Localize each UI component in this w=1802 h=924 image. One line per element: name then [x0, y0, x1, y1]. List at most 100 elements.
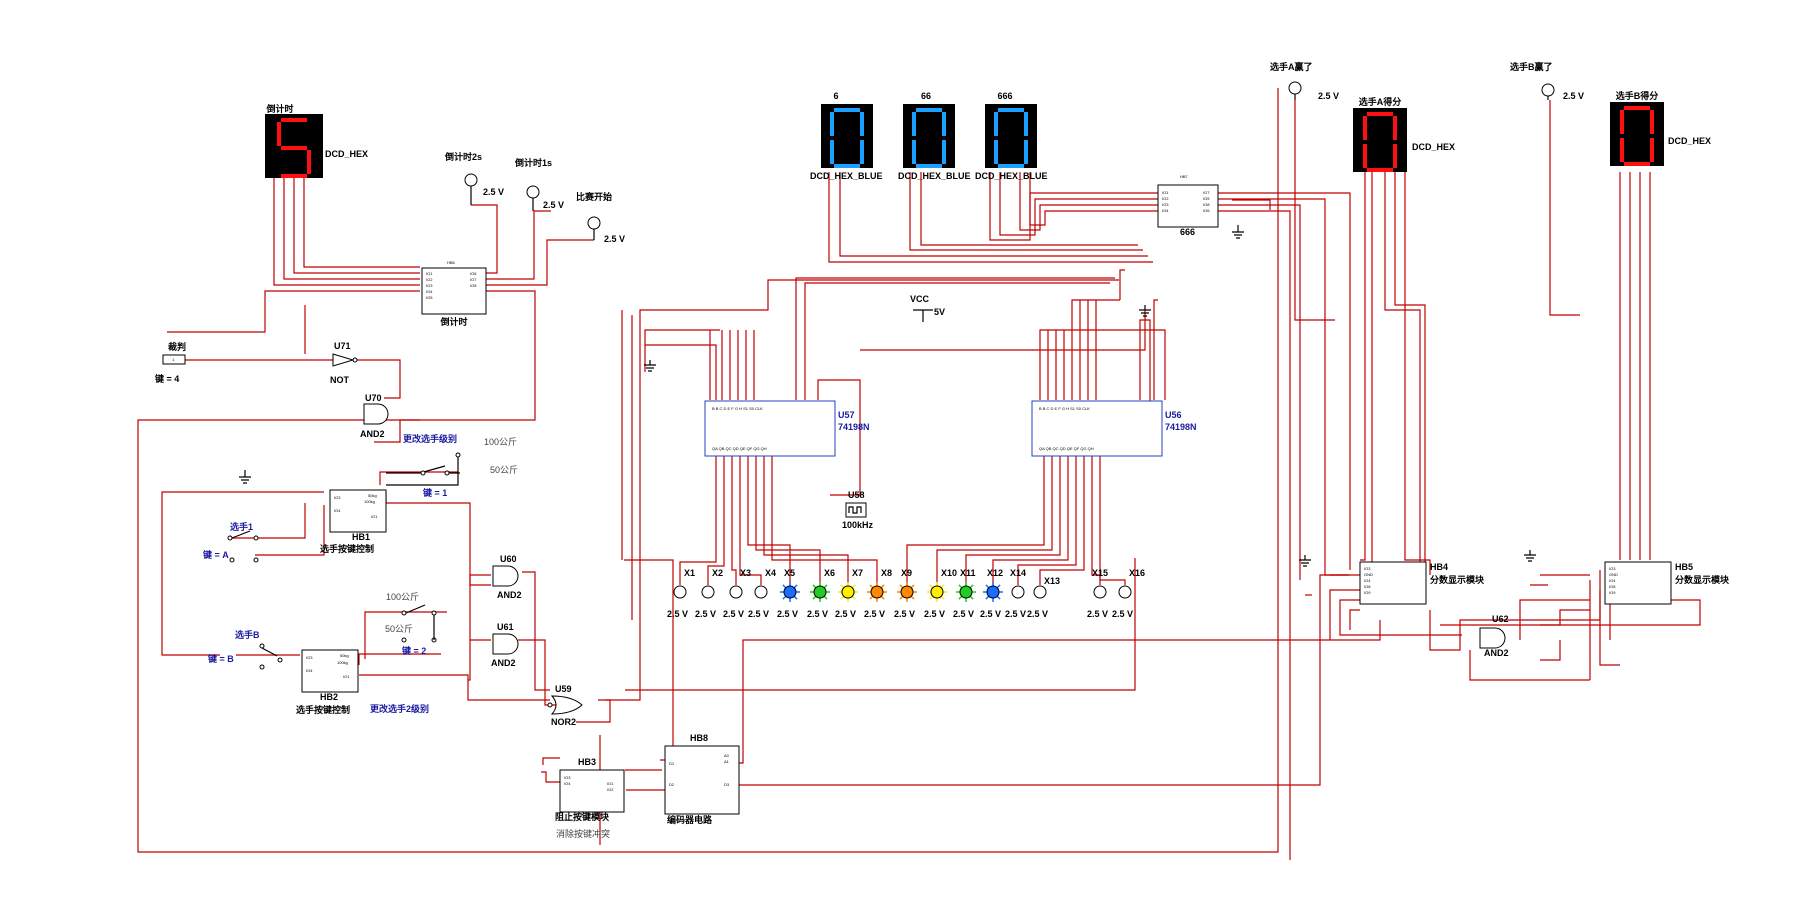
svg-text:66: 66: [921, 91, 931, 101]
svg-text:5V: 5V: [934, 307, 945, 317]
led-glow-ray: [840, 584, 845, 589]
led-bulb: [1011, 585, 1025, 599]
svg-text:D1: D1: [669, 761, 675, 766]
svg-text:U59: U59: [555, 684, 572, 694]
svg-text:IO7: IO7: [470, 277, 477, 282]
led-glow-ray: [929, 584, 934, 589]
led-x4: X42.5 V: [748, 568, 776, 619]
chip-u57: B B C D E F G H S1 S0 CLK QA QB QC QD QE…: [704, 400, 870, 457]
led-x12: X12 2.5 V: [980, 568, 1003, 619]
svg-text:AND2: AND2: [360, 429, 385, 439]
svg-text:IO9: IO9: [1609, 590, 1616, 595]
svg-text:IO1: IO1: [371, 514, 378, 519]
led-glow-ray: [899, 584, 904, 589]
svg-text:U62: U62: [1492, 614, 1509, 624]
led-bulb: [754, 585, 768, 599]
led-voltage-label: 2.5 V: [1087, 609, 1108, 619]
led-id-label: X12: [987, 568, 1003, 578]
probe-countdown-1s: 倒计时1s 2.5 V: [514, 157, 564, 211]
svg-text:IO3: IO3: [426, 283, 433, 288]
led-id-label: X10: [941, 568, 957, 578]
svg-text:VCC: VCC: [910, 294, 930, 304]
svg-text:HB7: HB7: [1180, 174, 1189, 179]
svg-text:IO8: IO8: [1203, 202, 1210, 207]
led-bulb: [701, 585, 715, 599]
svg-text:666: 666: [997, 91, 1012, 101]
module-hb2: IO3 IO4 50kg 100kg IO1 HB2 选手按键控制: [296, 649, 359, 715]
svg-text:IO4: IO4: [306, 668, 313, 673]
led-voltage-label: 2.5 V: [894, 609, 915, 619]
led-x11: X11 2.5 V: [953, 568, 976, 619]
probe-countdown-2s: 倒计时2s 2.5 V: [444, 151, 504, 205]
svg-text:2.5 V: 2.5 V: [483, 187, 504, 197]
svg-text:分数显示模块: 分数显示模块: [1430, 574, 1485, 585]
svg-text:IO4: IO4: [1609, 578, 1616, 583]
chip-u56: B B C D E F G H S1 S0 CLK QA QB QC QD QE…: [1031, 400, 1197, 457]
svg-text:选手按键控制: 选手按键控制: [296, 704, 350, 715]
switch-1[interactable]: 更改选手级别 100公斤 50公斤 键 = 1: [386, 433, 518, 498]
svg-text:比赛开始: 比赛开始: [576, 191, 612, 202]
svg-text:键 = 1: 键 = 1: [422, 487, 447, 498]
led-id-label: X9: [901, 568, 912, 578]
gate-u61: U61 AND2: [491, 622, 519, 668]
led-id-label: X11: [960, 568, 976, 578]
svg-text:U61: U61: [497, 622, 514, 632]
led-glow-ray: [940, 595, 945, 600]
svg-text:键 = A: 键 = A: [202, 549, 229, 560]
svg-text:100公斤: 100公斤: [484, 437, 517, 447]
svg-text:D2: D2: [669, 782, 675, 787]
led-x1: X12.5 V: [667, 568, 695, 619]
led-voltage-label: 2.5 V: [924, 609, 945, 619]
led-id-label: X1: [684, 568, 695, 578]
led-bulb: [986, 585, 1000, 599]
svg-text:GND: GND: [1609, 572, 1618, 577]
led-voltage-label: 2.5 V: [835, 609, 856, 619]
svg-text:IO3: IO3: [1609, 566, 1616, 571]
player1-key[interactable]: 选手1 键 = A: [202, 521, 259, 563]
led-voltage-label: 2.5 V: [980, 609, 1001, 619]
svg-text:1: 1: [172, 357, 175, 362]
svg-text:选手B: 选手B: [235, 629, 260, 640]
svg-text:倒计时2s: 倒计时2s: [444, 151, 482, 162]
led-voltage-label: 2.5 V: [723, 609, 744, 619]
svg-text:B B C D E F G H S1 S0 CLK: B B C D E F G H S1 S0 CLK: [712, 406, 763, 411]
led-voltage-label: 2.5 V: [1027, 609, 1048, 619]
svg-text:IO1: IO1: [426, 271, 433, 276]
led-voltage-label: 2.5 V: [864, 609, 885, 619]
playerB-key[interactable]: 选手B 键 = B: [207, 629, 283, 670]
svg-text:IO2: IO2: [607, 787, 614, 792]
svg-text:IO3: IO3: [564, 775, 571, 780]
referee-key[interactable]: 裁判 1 键 = 4: [154, 341, 186, 384]
svg-text:NOR2: NOR2: [551, 717, 576, 727]
led-id-label: X16: [1129, 568, 1145, 578]
svg-text:DCD_HEX: DCD_HEX: [1668, 136, 1711, 146]
weight-display-3: 666 DCD_HEX_BLUE: [975, 91, 1048, 181]
svg-text:6: 6: [833, 91, 838, 101]
svg-text:选手B得分: 选手B得分: [1616, 90, 1659, 101]
module-hb4: IO3 GND IO4 IO8 IO9 HB4 分数显示模块: [1359, 561, 1485, 605]
svg-text:键 = 4: 键 = 4: [154, 373, 179, 384]
gate-u59: U59 NOR2: [547, 684, 583, 727]
module-hb8: HB8 D1 D2 A0 A1 D3 编码器电路: [664, 733, 740, 825]
led-id-label: X6: [824, 568, 835, 578]
svg-text:NOT: NOT: [330, 375, 350, 385]
led-x3: X32.5 V: [723, 568, 751, 619]
led-id-label: X4: [765, 568, 776, 578]
led-id-label: X2: [712, 568, 723, 578]
gate-u62: U62 AND2: [1479, 614, 1509, 658]
svg-text:选手A赢了: 选手A赢了: [1270, 61, 1313, 72]
led-voltage-label: 2.5 V: [807, 609, 828, 619]
led-voltage-label: 2.5 V: [953, 609, 974, 619]
a-score-display: 选手A得分 DCD_HEX: [1353, 96, 1455, 172]
svg-text:100kHz: 100kHz: [842, 520, 874, 530]
led-glow-ray: [851, 584, 856, 589]
svg-text:IO2: IO2: [426, 277, 433, 282]
module-hb7: HB7 IO1 IO2 IO3 IO4 IO7 IO5 IO8 IO6 666: [1157, 174, 1219, 237]
led-glow-ray: [793, 595, 798, 600]
switch-2[interactable]: 100公斤 50公斤 键 = 2 更改选手2级别: [370, 592, 437, 714]
svg-text:DCD_HEX: DCD_HEX: [1412, 142, 1455, 152]
led-x6: X6 2.5 V: [807, 568, 835, 619]
svg-text:100kg: 100kg: [364, 499, 375, 504]
svg-text:IO8: IO8: [1609, 584, 1616, 589]
led-voltage-label: 2.5 V: [777, 609, 798, 619]
